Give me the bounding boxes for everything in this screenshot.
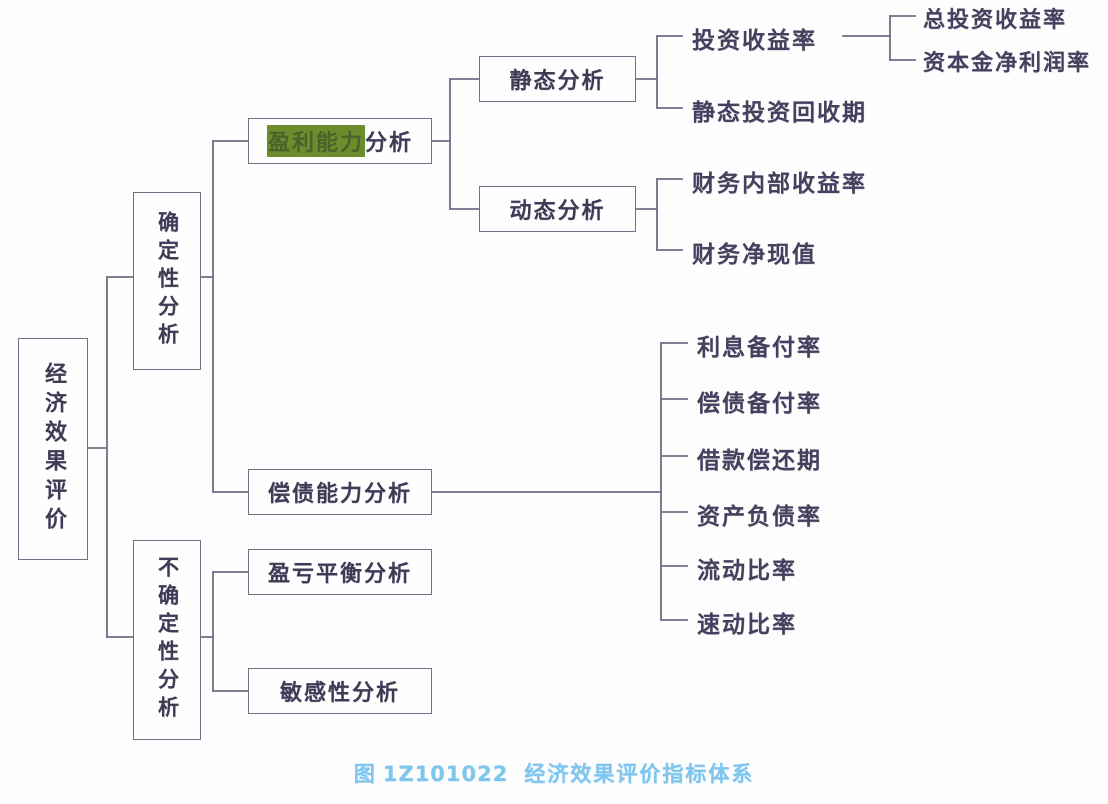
leaf-financial-internal-rate-of-return[interactable]: 财务内部收益率 [692, 164, 867, 198]
node-breakeven-analysis-label: 盈亏平衡分析 [267, 562, 412, 587]
leaf-financial-net-present-value-label: 财务净现值 [692, 242, 817, 268]
leaf-quick-ratio-label: 速动比率 [697, 612, 797, 638]
node-deterministic-analysis-label: 确定性分析 [155, 211, 180, 351]
leaf-loan-repayment-period-label: 借款偿还期 [697, 448, 822, 474]
figure-caption-title: 经济效果评价指标体系 [524, 762, 755, 786]
node-uncertainty-analysis[interactable]: 不确定性分析 [133, 540, 201, 740]
leaf-investment-return-rate-label: 投资收益率 [692, 28, 817, 54]
node-profitability-analysis[interactable]: 盈利能力分析 [248, 118, 432, 164]
node-dynamic-analysis[interactable]: 动态分析 [479, 186, 636, 232]
leaf-capital-net-profit-rate-label: 资本金净利润率 [923, 51, 1092, 76]
node-profitability-analysis-suffix: 分析 [365, 131, 414, 156]
node-static-analysis[interactable]: 静态分析 [479, 56, 636, 102]
leaf-quick-ratio[interactable]: 速动比率 [697, 605, 797, 639]
node-solvency-analysis-label: 偿债能力分析 [267, 482, 412, 507]
leaf-static-payback-period[interactable]: 静态投资回收期 [692, 93, 867, 127]
leaf-current-ratio-label: 流动比率 [697, 558, 797, 584]
leaf-capital-net-profit-rate[interactable]: 资本金净利润率 [923, 45, 1091, 77]
leaf-financial-net-present-value[interactable]: 财务净现值 [692, 235, 817, 269]
node-profitability-analysis-highlight: 盈利能力 [266, 125, 365, 157]
node-deterministic-analysis[interactable]: 确定性分析 [133, 192, 201, 370]
leaf-total-investment-return-rate[interactable]: 总投资收益率 [923, 2, 1067, 34]
leaf-static-payback-period-label: 静态投资回收期 [692, 100, 867, 126]
node-static-analysis-label: 静态分析 [509, 69, 606, 94]
leaf-asset-liability-ratio[interactable]: 资产负债率 [697, 497, 822, 531]
leaf-interest-coverage-ratio[interactable]: 利息备付率 [697, 328, 822, 362]
figure-caption-code: 1Z101022 [382, 762, 509, 786]
leaf-investment-return-rate[interactable]: 投资收益率 [692, 21, 817, 55]
leaf-interest-coverage-ratio-label: 利息备付率 [697, 335, 822, 361]
node-sensitivity-analysis[interactable]: 敏感性分析 [248, 668, 432, 714]
node-uncertainty-analysis-label: 不确定性分析 [155, 556, 180, 724]
leaf-debt-service-coverage-ratio-label: 偿债备付率 [697, 391, 822, 417]
leaf-loan-repayment-period[interactable]: 借款偿还期 [697, 441, 822, 475]
leaf-current-ratio[interactable]: 流动比率 [697, 551, 797, 585]
node-dynamic-analysis-label: 动态分析 [509, 199, 606, 224]
figure-caption-prefix: 图 [353, 762, 377, 786]
node-root-economic-evaluation[interactable]: 经济效果评价 [18, 338, 88, 560]
node-sensitivity-analysis-label: 敏感性分析 [279, 681, 400, 706]
leaf-financial-internal-rate-of-return-label: 财务内部收益率 [692, 171, 867, 197]
node-root-label: 经济效果评价 [41, 362, 66, 536]
node-solvency-analysis[interactable]: 偿债能力分析 [248, 469, 432, 515]
leaf-total-investment-return-rate-label: 总投资收益率 [923, 8, 1068, 33]
leaf-debt-service-coverage-ratio[interactable]: 偿债备付率 [697, 384, 822, 418]
node-breakeven-analysis[interactable]: 盈亏平衡分析 [248, 549, 432, 595]
leaf-asset-liability-ratio-label: 资产负债率 [697, 504, 822, 530]
